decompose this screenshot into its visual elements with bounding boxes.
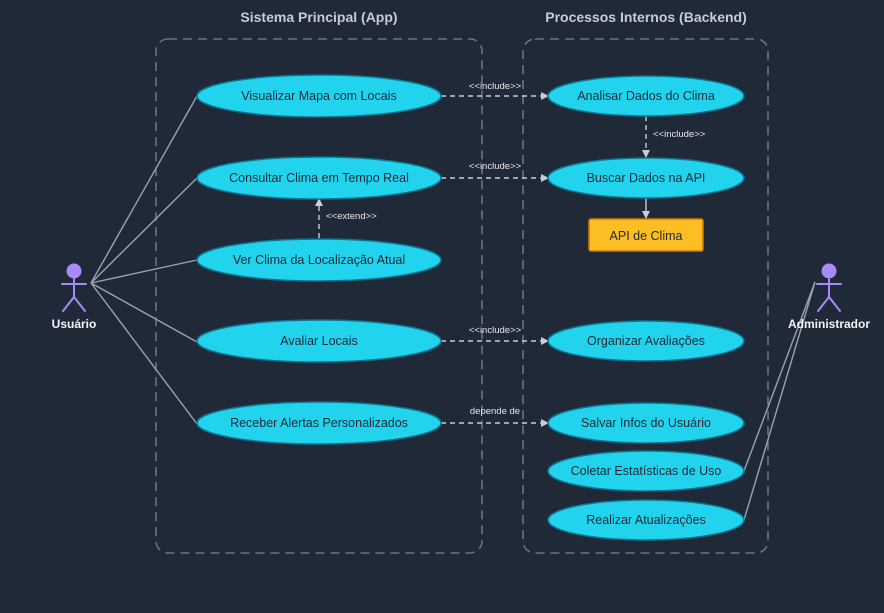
use-case-organize-ratings[interactable]: Organizar Avaliações	[547, 320, 745, 362]
include-label-4: <<include>>	[653, 129, 706, 140]
assoc-user-query-weather	[90, 177, 198, 284]
extend-label: <<extend>>	[326, 211, 377, 222]
actor-admin-label: Administrador	[788, 317, 870, 331]
actor-user-icon	[66, 263, 82, 279]
assoc-user-view-map	[90, 95, 198, 284]
actor-admin-icon	[821, 263, 837, 279]
use-case-collect-stats[interactable]: Coletar Estatísticas de Uso	[547, 450, 745, 492]
use-case-label: Salvar Infos do Usuário	[581, 416, 711, 430]
user-associations	[90, 95, 198, 425]
use-case-save-user-info[interactable]: Salvar Infos do Usuário	[547, 402, 745, 444]
use-case-view-map[interactable]: Visualizar Mapa com Locais	[196, 74, 442, 118]
depends-label: depende de	[470, 406, 520, 417]
actor-user[interactable]: Usuário	[52, 263, 97, 332]
assoc-admin-perform-updates	[743, 281, 816, 521]
app-boundary-title: Sistema Principal (App)	[240, 9, 397, 25]
app-boundary: Sistema Principal (App)	[155, 9, 483, 554]
use-case-label: Visualizar Mapa com Locais	[241, 89, 396, 103]
include-label-2: <<include>>	[469, 161, 522, 172]
use-case-label: Analisar Dados do Clima	[577, 89, 715, 103]
relation-labels: <<include>> <<include>> <<include>> depe…	[326, 81, 706, 417]
use-case-fetch-api[interactable]: Buscar Dados na API	[547, 157, 745, 199]
external-api-label: API de Clima	[610, 229, 683, 243]
assoc-user-receive-alerts	[90, 282, 198, 425]
use-case-label: Avaliar Locais	[280, 334, 358, 348]
include-label-1: <<include>>	[469, 81, 522, 92]
use-case-label: Consultar Clima em Tempo Real	[229, 171, 409, 185]
backend-boundary-title: Processos Internos (Backend)	[545, 9, 747, 25]
dependencies	[315, 92, 650, 427]
assoc-admin-collect-stats	[743, 281, 816, 472]
backend-boundary: Processos Internos (Backend)	[522, 9, 769, 554]
use-case-label: Receber Alertas Personalizados	[230, 416, 408, 430]
admin-associations	[743, 281, 816, 521]
use-case-label: Realizar Atualizações	[586, 513, 706, 527]
use-case-perform-updates[interactable]: Realizar Atualizações	[547, 499, 745, 541]
assoc-user-rate-places	[90, 282, 198, 343]
use-case-query-weather[interactable]: Consultar Clima em Tempo Real	[196, 156, 442, 200]
include-label-3: <<include>>	[469, 325, 522, 336]
use-case-local-weather[interactable]: Ver Clima da Localização Atual	[196, 238, 442, 282]
use-case-rate-places[interactable]: Avaliar Locais	[196, 319, 442, 363]
use-case-label: Organizar Avaliações	[587, 334, 705, 348]
use-case-analyze-weather[interactable]: Analisar Dados do Clima	[547, 75, 745, 117]
use-case-label: Coletar Estatísticas de Uso	[571, 464, 722, 478]
actor-user-label: Usuário	[52, 317, 97, 331]
use-case-receive-alerts[interactable]: Receber Alertas Personalizados	[196, 401, 442, 445]
external-api-box[interactable]: API de Clima	[588, 218, 704, 252]
use-case-label: Ver Clima da Localização Atual	[233, 253, 405, 267]
actor-admin[interactable]: Administrador	[788, 263, 870, 332]
assoc-user-local-weather	[90, 259, 198, 284]
use-case-label: Buscar Dados na API	[587, 171, 706, 185]
